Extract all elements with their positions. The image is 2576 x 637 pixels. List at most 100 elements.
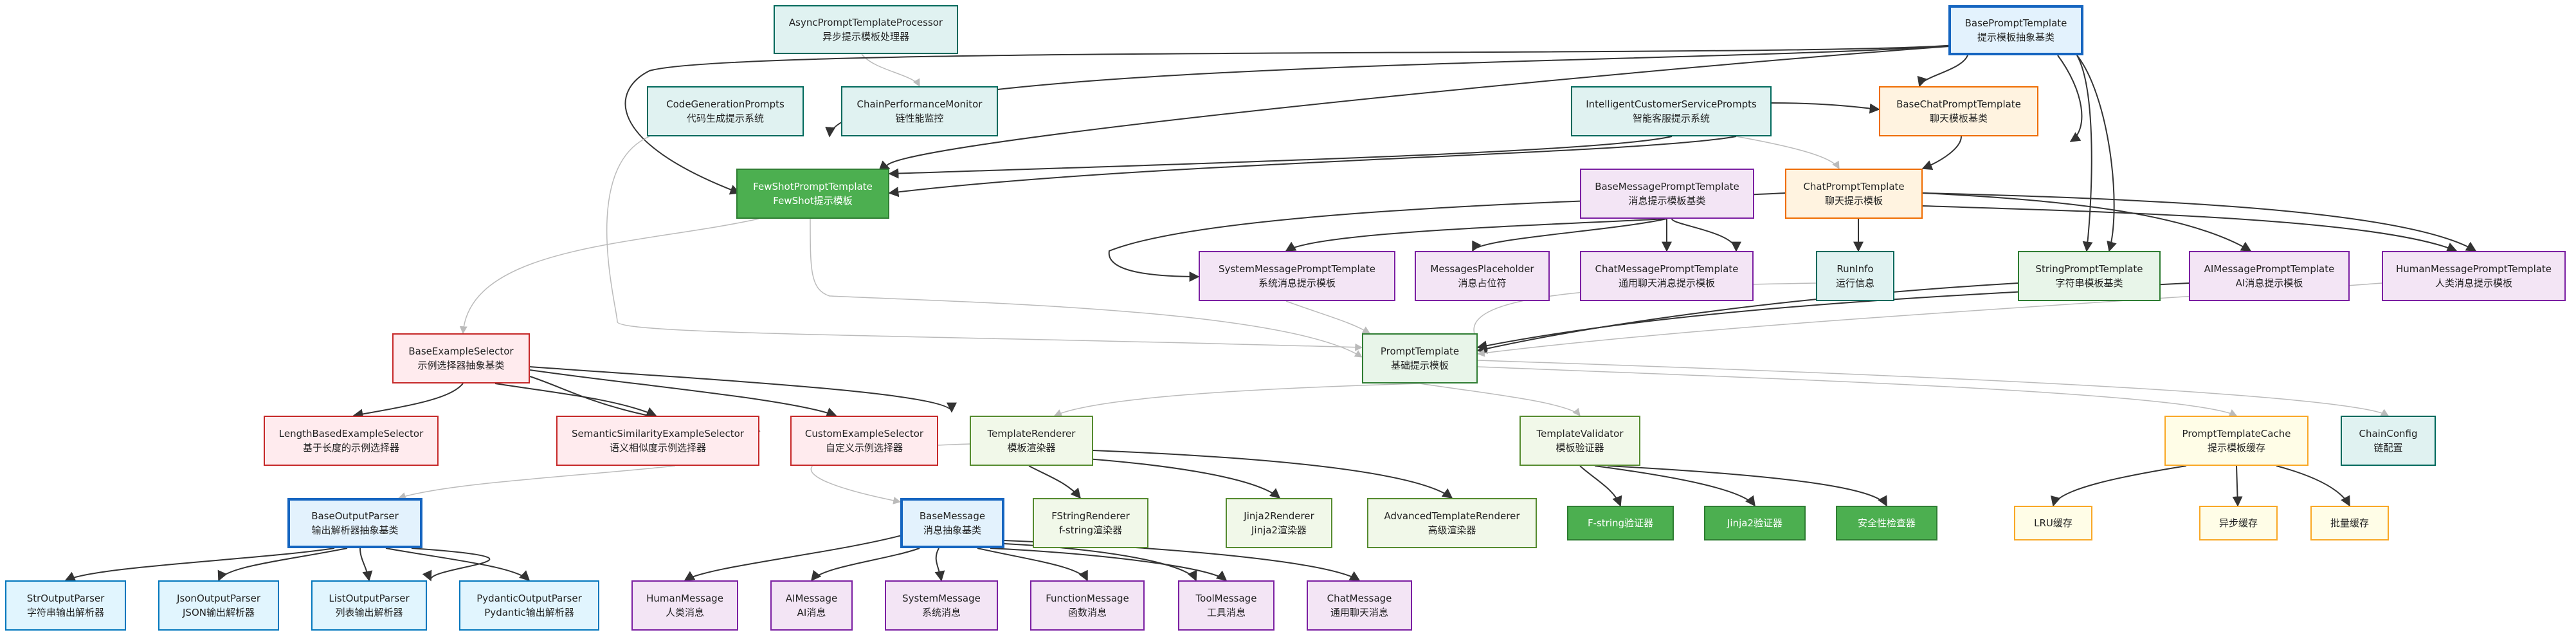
node-title: StringPromptTemplate <box>2035 263 2143 275</box>
edge-arrow <box>2076 55 2093 252</box>
node-subtitle: 聊天提示模板 <box>1824 195 1883 207</box>
node-subtitle: f-string渲染器 <box>1059 524 1122 536</box>
node-title: BaseMessagePromptTemplate <box>1595 181 1739 192</box>
edge-arrow <box>529 369 837 418</box>
node-tool-message[interactable]: ToolMessage 工具消息 <box>1178 580 1274 631</box>
node-template-validator[interactable]: TemplateValidator 模板验证器 <box>1519 416 1640 466</box>
node-title: ChatMessagePromptTemplate <box>1595 263 1739 275</box>
node-ai-message[interactable]: AIMessage AI消息 <box>770 580 853 631</box>
node-template-renderer[interactable]: TemplateRenderer 模板渲染器 <box>970 416 1093 466</box>
edge-arrow <box>2057 55 2083 142</box>
edge-arrow <box>359 548 373 582</box>
node-chat-prompt-template[interactable]: ChatPromptTemplate 聊天提示模板 <box>1785 169 1923 219</box>
node-semantic-similarity-example-selector[interactable]: SemanticSimilarityExampleSelector 语义相似度示… <box>556 416 759 466</box>
edge-arrow <box>1477 360 2390 416</box>
edge-arrow <box>1060 456 1281 499</box>
node-pydantic-output-parser[interactable]: PydanticOutputParser Pydantic输出解析器 <box>459 580 599 631</box>
node-title: PydanticOutputParser <box>476 593 582 604</box>
edge-arrow <box>1922 205 2458 252</box>
node-title: 批量缓存 <box>2330 517 2369 529</box>
edge-arrow <box>684 533 907 581</box>
node-subtitle: 基于长度的示例选择器 <box>302 442 399 454</box>
edge-arrow <box>217 548 348 582</box>
node-fstring-renderer[interactable]: FStringRenderer f-string渲染器 <box>1033 498 1148 548</box>
node-subtitle: 消息提示模板基类 <box>1628 195 1706 207</box>
node-run-info[interactable]: RunInfo 运行信息 <box>1816 251 1894 301</box>
node-subtitle: JSON输出解析器 <box>183 607 255 618</box>
node-title: SemanticSimilarityExampleSelector <box>572 428 744 439</box>
node-json-output-parser[interactable]: JsonOutputParser JSON输出解析器 <box>158 580 279 631</box>
node-title: 异步缓存 <box>2218 517 2258 529</box>
node-lru-cache[interactable]: LRU缓存 <box>2014 506 2092 540</box>
node-code-generation-prompts[interactable]: CodeGenerationPrompts 代码生成提示系统 <box>647 86 804 136</box>
node-system-message-prompt-template[interactable]: SystemMessagePromptTemplate 系统消息提示模板 <box>1199 251 1395 301</box>
edge-arrow <box>397 465 676 500</box>
node-security-checker[interactable]: 安全性检查器 <box>1836 506 1937 540</box>
node-str-output-parser[interactable]: StrOutputParser 字符串输出解析器 <box>5 580 126 631</box>
edge-arrow <box>977 548 1088 582</box>
node-base-example-selector[interactable]: BaseExampleSelector 示例选择器抽象基类 <box>392 333 530 383</box>
node-human-message-prompt-template[interactable]: HumanMessagePromptTemplate 人类消息提示模板 <box>2382 251 2566 301</box>
node-list-output-parser[interactable]: ListOutputParser 列表输出解析器 <box>311 580 427 631</box>
node-title: ChatMessage <box>1327 593 1392 604</box>
node-jinja2-renderer[interactable]: Jinja2Renderer Jinja2渲染器 <box>1226 498 1332 548</box>
edge-arrow <box>861 53 920 88</box>
node-subtitle: 模板渲染器 <box>1007 442 1056 454</box>
node-chat-message[interactable]: ChatMessage 通用聊天消息 <box>1307 580 1412 631</box>
node-title: ChainPerformanceMonitor <box>857 98 983 110</box>
node-title: AIMessage <box>785 593 838 604</box>
node-title: TemplateValidator <box>1536 428 1624 439</box>
node-subtitle: 聊天模板基类 <box>1929 113 1988 124</box>
node-string-prompt-template[interactable]: StringPromptTemplate 字符串模板基类 <box>2018 251 2161 301</box>
node-few-shot-prompt-template[interactable]: FewShotPromptTemplate FewShot提示模板 <box>736 169 889 219</box>
node-prompt-template-cache[interactable]: PromptTemplateCache 提示模板缓存 <box>2164 416 2308 466</box>
node-subtitle: 模板验证器 <box>1556 442 1604 454</box>
node-title: LRU缓存 <box>2034 517 2073 529</box>
edge-arrow <box>888 136 1673 179</box>
edge-arrow <box>352 383 464 420</box>
node-async-prompt-template-processor[interactable]: AsyncPromptTemplateProcessor 异步提示模板处理器 <box>774 5 958 54</box>
node-jinja2-validator[interactable]: Jinja2验证器 <box>1704 506 1806 540</box>
node-intelligent-customer-service-prompts[interactable]: IntelligentCustomerServicePrompts 智能客服提示… <box>1571 86 1772 136</box>
edge-arrow <box>990 548 1228 582</box>
node-subtitle: 自定义示例选择器 <box>825 442 903 454</box>
node-subtitle: FewShot提示模板 <box>773 195 853 207</box>
node-title: RunInfo <box>1837 263 1874 275</box>
node-title: ChatPromptTemplate <box>1803 181 1905 192</box>
node-chain-performance-monitor[interactable]: ChainPerformanceMonitor 链性能监控 <box>841 86 998 136</box>
node-prompt-template[interactable]: PromptTemplate 基础提示模板 <box>1362 333 1478 383</box>
edge-arrow <box>1607 465 1887 507</box>
node-chat-message-prompt-template[interactable]: ChatMessagePromptTemplate 通用聊天消息提示模板 <box>1580 251 1754 301</box>
node-subtitle: 基础提示模板 <box>1390 360 1449 371</box>
edge-arrow <box>1671 218 1741 252</box>
node-subtitle: 提示模板缓存 <box>2207 442 2265 454</box>
edge-arrow <box>64 548 335 582</box>
node-function-message[interactable]: FunctionMessage 函数消息 <box>1030 580 1145 631</box>
node-title: AIMessagePromptTemplate <box>2204 263 2335 275</box>
node-batch-cache[interactable]: 批量缓存 <box>2310 506 2389 540</box>
node-title: PromptTemplate <box>1380 346 1460 357</box>
node-base-message[interactable]: BaseMessage 消息抽象基类 <box>900 498 1004 548</box>
node-base-chat-prompt-template[interactable]: BaseChatPromptTemplate 聊天模板基类 <box>1879 86 2038 136</box>
node-human-message[interactable]: HumanMessage 人类消息 <box>631 580 738 631</box>
edge-arrow <box>1477 366 2238 416</box>
node-advanced-template-renderer[interactable]: AdvancedTemplateRenderer 高级渲染器 <box>1367 498 1537 548</box>
node-title: ToolMessage <box>1195 593 1257 604</box>
node-base-prompt-template[interactable]: BasePromptTemplate 提示模板抽象基类 <box>1948 5 2083 55</box>
edge-arrow <box>1419 383 1581 416</box>
node-async-cache[interactable]: 异步缓存 <box>2199 506 2278 540</box>
node-chain-config[interactable]: ChainConfig 链配置 <box>2341 416 2436 466</box>
node-subtitle: 系统消息提示模板 <box>1258 277 1336 289</box>
node-messages-placeholder[interactable]: MessagesPlaceholder 消息占位符 <box>1415 251 1550 301</box>
edge-arrow <box>2076 55 2117 252</box>
node-ai-message-prompt-template[interactable]: AIMessagePromptTemplate AI消息提示模板 <box>2189 251 2350 301</box>
node-length-based-example-selector[interactable]: LengthBasedExampleSelector 基于长度的示例选择器 <box>264 416 439 466</box>
node-title: MessagesPlaceholder <box>1430 263 1534 275</box>
node-custom-example-selector[interactable]: CustomExampleSelector 自定义示例选择器 <box>790 416 938 466</box>
node-base-output-parser[interactable]: BaseOutputParser 输出解析器抽象基类 <box>287 498 422 548</box>
node-title: FunctionMessage <box>1046 593 1129 604</box>
node-system-message[interactable]: SystemMessage 系统消息 <box>885 580 998 631</box>
node-fstring-validator[interactable]: F-string验证器 <box>1567 506 1674 540</box>
node-base-message-prompt-template[interactable]: BaseMessagePromptTemplate 消息提示模板基类 <box>1580 169 1754 219</box>
node-subtitle: 系统消息 <box>921 607 961 618</box>
